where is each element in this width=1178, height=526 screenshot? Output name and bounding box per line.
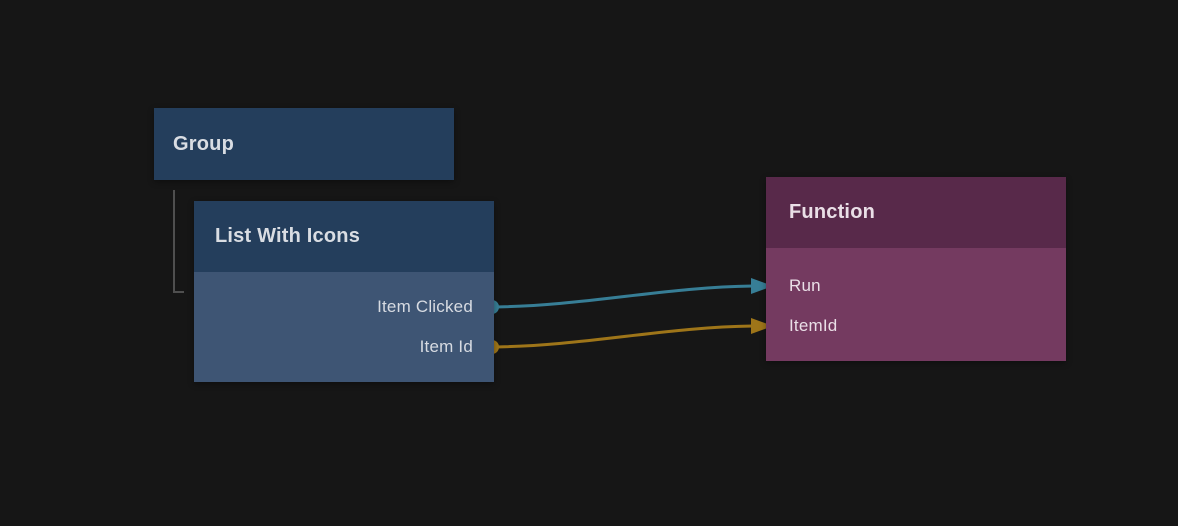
- input-arrow-run[interactable]: [751, 278, 773, 294]
- connection-item-clicked-to-run[interactable]: [491, 284, 754, 309]
- node-function[interactable]: Function Run ItemId: [766, 177, 1066, 361]
- node-list-with-icons[interactable]: List With Icons Item Clicked Item Id: [194, 201, 494, 382]
- node-group-header[interactable]: Group: [154, 108, 454, 180]
- input-port-label-run: Run: [789, 276, 821, 295]
- hierarchy-connector-line: [173, 190, 184, 293]
- node-group[interactable]: Group: [154, 108, 454, 180]
- output-port-item-id[interactable]: Item Id: [194, 327, 473, 367]
- node-list-with-icons-header[interactable]: List With Icons: [194, 201, 494, 272]
- input-port-run[interactable]: Run: [789, 266, 1066, 306]
- output-port-item-clicked[interactable]: Item Clicked: [194, 287, 473, 327]
- input-arrow-itemid[interactable]: [751, 318, 773, 334]
- node-function-body: Run ItemId: [766, 248, 1066, 361]
- node-function-header[interactable]: Function: [766, 177, 1066, 248]
- input-port-label-itemid: ItemId: [789, 316, 838, 335]
- node-list-with-icons-title: List With Icons: [215, 225, 361, 247]
- node-group-title: Group: [173, 132, 234, 155]
- output-port-label-item-id: Item Id: [419, 337, 473, 356]
- node-function-title: Function: [789, 201, 876, 223]
- output-port-label-item-clicked: Item Clicked: [377, 297, 473, 316]
- input-port-itemid[interactable]: ItemId: [789, 306, 1066, 346]
- node-list-with-icons-body: Item Clicked Item Id: [194, 272, 494, 382]
- connection-item-id-to-itemid[interactable]: [491, 324, 754, 349]
